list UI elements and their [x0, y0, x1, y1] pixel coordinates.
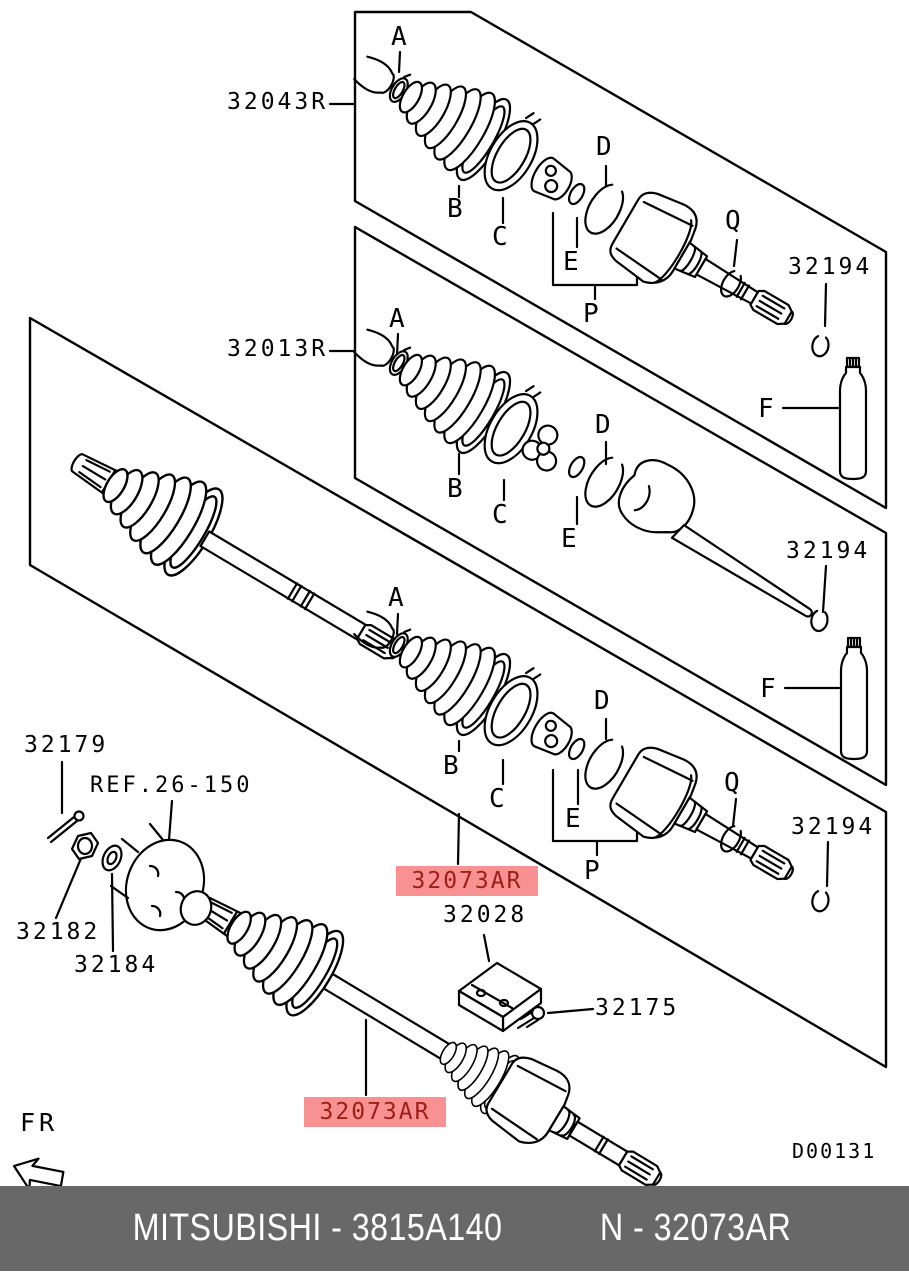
label-cotter-pin: 32179 — [24, 732, 109, 758]
front-direction-label: FR — [20, 1108, 59, 1137]
callout-e-1: E — [563, 247, 579, 277]
label-snap-ring-2: 32194 — [786, 538, 871, 564]
callout-b-3: B — [443, 751, 459, 781]
hub-washer — [101, 844, 123, 872]
boot-kit-top — [351, 52, 832, 359]
cotter-pin-eye — [73, 810, 85, 822]
footer-part-code: N - 32073AR — [600, 1207, 792, 1249]
label-kit-mid: 32013R — [227, 336, 329, 362]
grease-bottle-bottom — [839, 636, 869, 761]
callout-p-3: P — [584, 856, 600, 886]
cotter-pin — [46, 815, 79, 844]
label-damper: 32028 — [443, 902, 528, 928]
footer-brand-part: MITSUBISHI - 3815A140 — [133, 1207, 503, 1249]
panel-3-outline — [28, 316, 888, 1069]
panel-2-outline — [353, 225, 888, 787]
drive-shaft-lower — [187, 880, 667, 1191]
damper-32028 — [457, 961, 543, 1033]
grease-bottle-top — [838, 356, 868, 481]
label-nut: 32182 — [16, 919, 101, 945]
bolt-32175 — [516, 1005, 546, 1030]
callout-e-3: E — [565, 804, 581, 834]
callout-c-1: C — [492, 222, 508, 252]
callout-c-3: C — [489, 784, 505, 814]
callout-d-3: D — [594, 686, 610, 716]
hub-nut — [70, 831, 100, 861]
label-snap-ring-1: 32194 — [788, 254, 873, 280]
callout-q-1: Q — [725, 206, 741, 236]
boot-kit-bottom — [351, 607, 832, 914]
label-washer: 32184 — [74, 952, 159, 978]
hub-assembly — [46, 810, 213, 932]
wheel-hub — [109, 822, 213, 932]
callout-b-1: B — [447, 194, 463, 224]
leader-lines — [54, 50, 841, 1097]
boot-kit-middle — [351, 325, 831, 634]
callout-c-2: C — [492, 500, 508, 530]
label-kit-top: 32043R — [227, 89, 329, 115]
panel-1-outline — [353, 10, 888, 510]
label-grease-2: F — [760, 674, 776, 704]
callout-p-1: P — [583, 299, 599, 329]
highlight-drive-shaft-2[interactable]: 32073AR — [304, 1097, 446, 1127]
callout-e-2: E — [561, 524, 577, 554]
callout-b-2: B — [447, 474, 463, 504]
label-hub-ref: REF.26-150 — [90, 773, 253, 798]
callout-q-3: Q — [724, 768, 740, 798]
label-bolt: 32175 — [595, 995, 680, 1021]
callout-d-1: D — [596, 132, 612, 162]
highlight-drive-shaft-1[interactable]: 32073AR — [396, 866, 538, 896]
callout-a-2: A — [389, 304, 405, 334]
label-snap-ring-3: 32194 — [791, 814, 876, 840]
callout-a-1: A — [391, 22, 407, 52]
diagram-code: D00131 — [792, 1139, 877, 1163]
drive-shaft-upper — [66, 437, 405, 665]
callout-d-2: D — [595, 410, 611, 440]
label-grease-1: F — [758, 394, 774, 424]
tripod-tulip — [617, 459, 813, 618]
callout-a-3: A — [388, 583, 404, 613]
footer-bar: MITSUBISHI - 3815A140 N - 32073AR — [0, 1186, 909, 1271]
